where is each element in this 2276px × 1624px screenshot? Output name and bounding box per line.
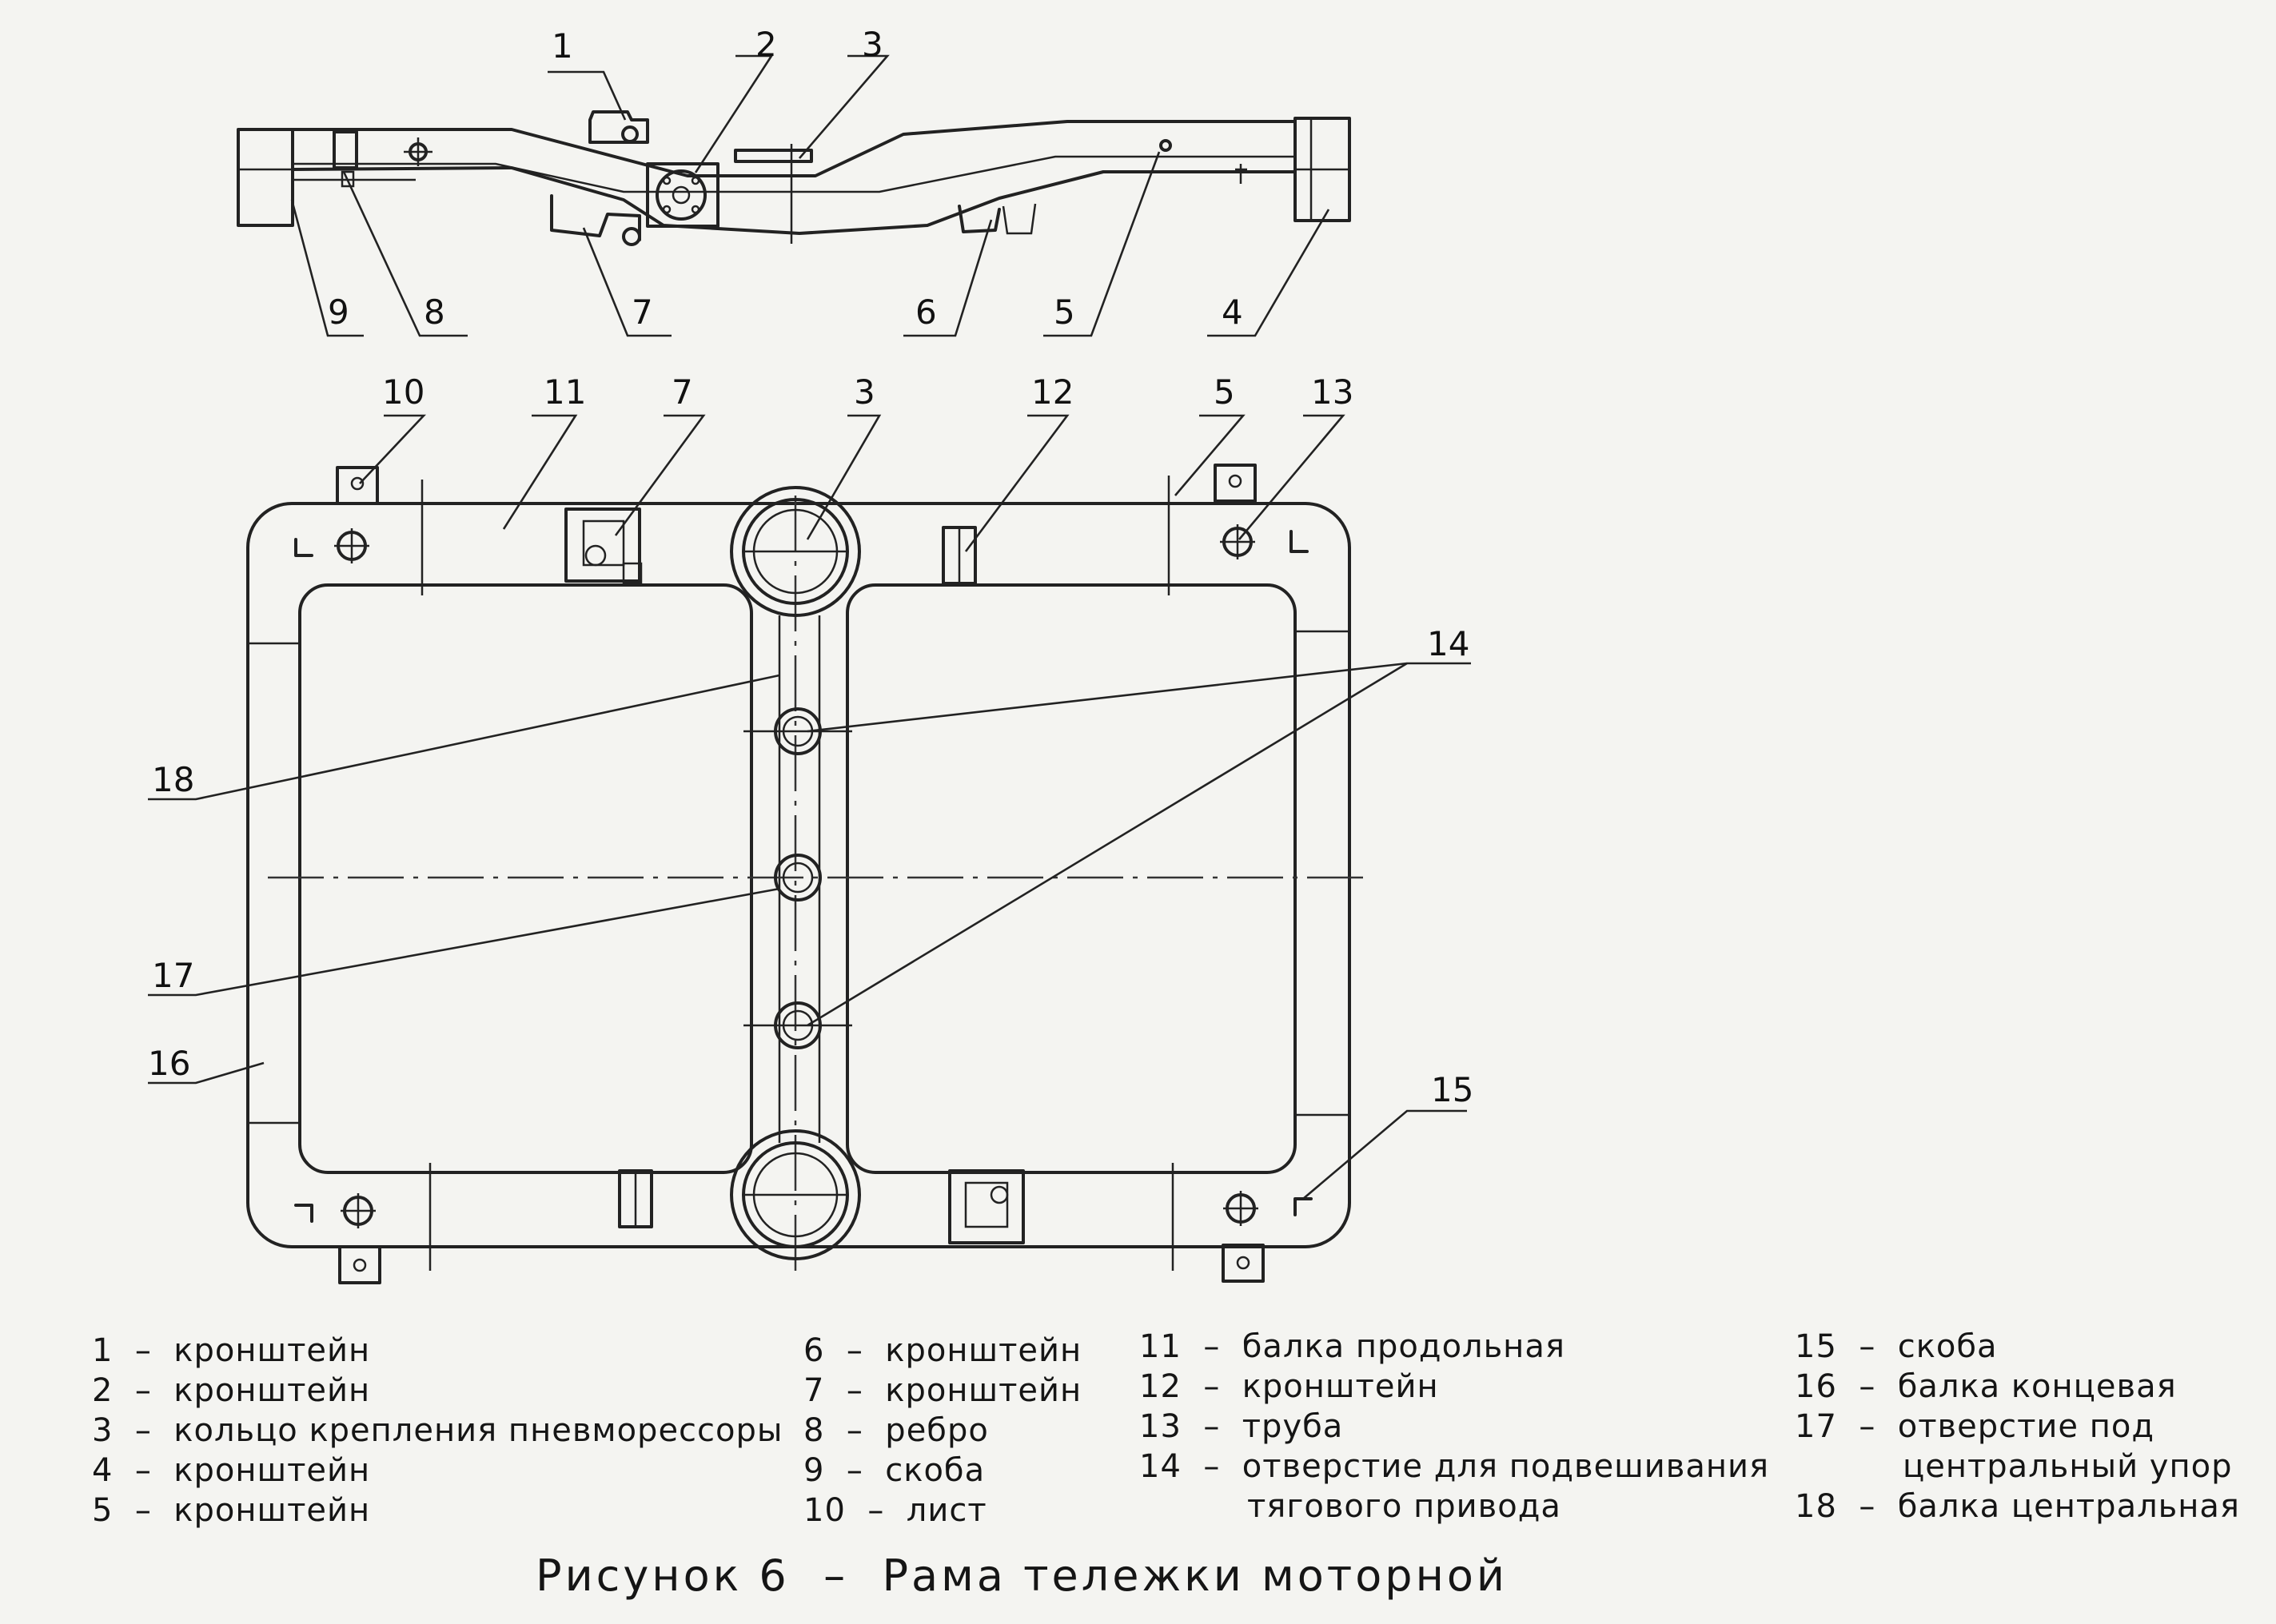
callout-4: 4 [1222,293,1243,332]
bracket-2 [646,162,719,228]
air-spring-ring-top [730,486,861,617]
bracket-7 [550,194,641,241]
figure-caption: Рисунок 6 – Рама тележки моторной [536,1550,1509,1601]
callout-7: 7 [632,293,653,332]
callout-9: 9 [328,293,349,332]
bracket-12-plan [942,526,977,585]
callout-18: 18 [152,760,194,799]
bracket-6 [958,205,1001,233]
bracket-bottom-right [948,1169,1025,1244]
left-window [298,583,753,1174]
suspension-hole-upper [743,707,852,755]
bracket-bottom-left [618,1169,653,1228]
top-chord [291,120,1297,177]
callout-8: 8 [424,293,445,332]
bottom-chord [291,166,1297,235]
air-spring-ring-bottom [730,1129,861,1260]
callout-14: 14 [1427,624,1469,663]
callout-10: 10 [382,372,425,412]
callout-3-plan: 3 [854,372,875,412]
callout-5: 5 [1054,293,1075,332]
callout-13: 13 [1311,372,1353,412]
right-window [846,583,1297,1174]
callout-15: 15 [1431,1070,1473,1109]
side-view: 1 2 3 9 8 7 6 5 4 [237,25,1351,337]
callout-16: 16 [148,1044,190,1083]
rib [333,130,358,169]
callout-6: 6 [915,293,937,332]
callout-5-plan: 5 [1214,372,1235,412]
callout-12: 12 [1031,372,1074,412]
plate-top-left [336,466,379,505]
plate-bottom-right [1222,1244,1265,1283]
bracket-7-plan [564,508,643,585]
callout-3: 3 [862,25,883,64]
bracket-1 [588,110,649,144]
plate-top-right [1214,464,1257,503]
central-pivot-hole [774,854,822,902]
plate-bottom-left [338,1245,381,1284]
callout-17: 17 [152,956,194,995]
left-end-block [237,128,294,227]
callout-1: 1 [552,26,573,66]
plan-view: 10 11 7 3 12 5 13 14 18 17 16 15 [148,372,1473,1284]
callout-2: 2 [755,25,777,64]
callout-7-plan: 7 [672,372,693,412]
callout-11: 11 [544,372,586,412]
suspension-hole-lower [743,1001,852,1049]
